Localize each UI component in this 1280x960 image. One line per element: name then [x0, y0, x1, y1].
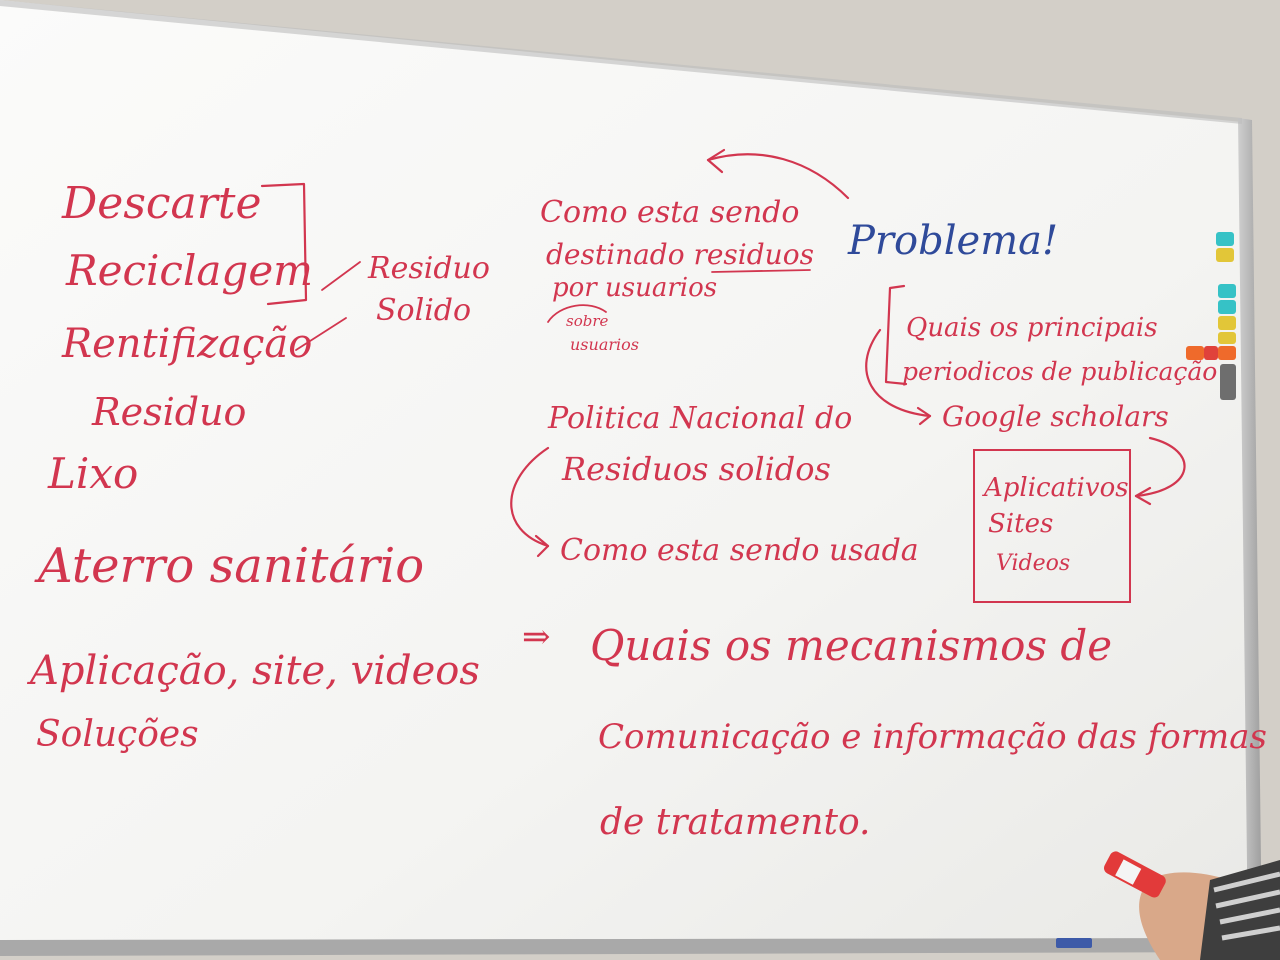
research-box-item-1: Aplicativos: [982, 473, 1129, 503]
person-hand-with-marker: [1103, 851, 1280, 960]
problem-title: Problema!: [847, 218, 1058, 264]
mechanisms-section: ⇒ Quais os mecanismos de Comunicação e i…: [522, 617, 1267, 843]
problem-section: Problema! Como esta sendo destinado resi…: [540, 148, 1058, 354]
magnet-red: [1204, 346, 1218, 360]
left-item-lixo: Lixo: [47, 449, 138, 498]
problem-question-line1: Como esta sendo: [540, 195, 799, 230]
research-section: Quais os principais periodicos de public…: [865, 284, 1217, 603]
problem-note-line2: usuarios: [570, 335, 639, 354]
magnet-orange: [1186, 346, 1204, 360]
magnet-strip: [1186, 232, 1236, 400]
magnet-yellow: [1218, 332, 1236, 344]
problem-question-line3: por usuarios: [552, 273, 717, 303]
mechanisms-line2: Comunicação e informação das formas: [598, 717, 1267, 757]
policy-line2: Residuos solidos: [561, 450, 831, 488]
left-item-solucoes: Soluções: [36, 714, 199, 755]
policy-section: Politica Nacional do Residuos solidos Co…: [510, 401, 919, 568]
mechanisms-arrow: ⇒: [522, 617, 551, 657]
left-list: Descarte Reciclagem Rentifização Residuo…: [26, 178, 480, 755]
left-item-rentifizacao: Rentifização: [61, 321, 312, 367]
bracket-label-line1: Residuo: [367, 251, 490, 286]
magnet-teal: [1216, 232, 1234, 246]
eraser: [1056, 938, 1092, 948]
marker-icon: [1103, 851, 1166, 898]
magnet-teal: [1218, 300, 1236, 314]
left-item-residuo: Residuo: [91, 390, 246, 434]
policy-usage: Como esta sendo usada: [560, 533, 919, 568]
research-box: [973, 449, 1131, 603]
bracket-label-line2: Solido: [376, 293, 471, 328]
research-box-item-3: Videos: [996, 551, 1070, 576]
policy-line1: Politica Nacional do: [547, 401, 852, 436]
magnet-teal: [1218, 284, 1236, 298]
left-item-reciclagem: Reciclagem: [65, 246, 313, 295]
research-line2: periodicos de publicação: [902, 357, 1217, 386]
left-item-aterro: Aterro sanitário: [34, 538, 424, 594]
research-box-item-2: Sites: [988, 509, 1053, 539]
bracket-residuo-solido: Residuo Solido: [260, 182, 490, 351]
mechanisms-line3: de tratamento.: [600, 802, 870, 843]
left-item-aplicacao: Aplicação, site, videos: [26, 648, 480, 694]
research-line1: Quais os principais: [906, 313, 1158, 343]
left-item-descarte: Descarte: [61, 178, 262, 229]
magnet-yellow: [1218, 316, 1236, 330]
magnet-grey: [1220, 364, 1236, 400]
research-source: Google scholars: [942, 400, 1169, 433]
problem-question-line2: destinado residuos: [546, 238, 814, 271]
problem-note-line1: sobre: [566, 312, 609, 330]
magnet-orange: [1218, 346, 1236, 360]
mechanisms-line1: Quais os mecanismos de: [590, 621, 1112, 670]
magnet-yellow: [1216, 248, 1234, 262]
